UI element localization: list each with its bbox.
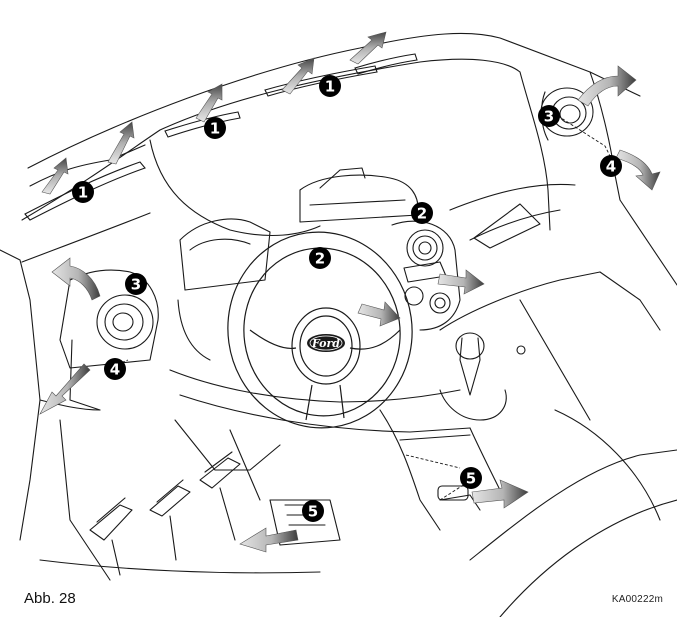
dashboard-line-art [0, 32, 677, 617]
svg-text:3: 3 [544, 108, 554, 126]
callout-badge: 1 [72, 181, 94, 203]
callout-badge: 2 [309, 247, 331, 269]
callout-badges: 1 1 1 1 2 2 3 3 4 4 5 5 [0, 0, 622, 522]
svg-text:5: 5 [308, 503, 318, 521]
svg-text:1: 1 [210, 120, 220, 138]
callout-badge: 2 [411, 202, 433, 224]
svg-text:5: 5 [466, 470, 476, 488]
figure-code: KA00222m [611, 594, 663, 605]
callout-badge: 5 [302, 500, 324, 522]
callout-badge: 3 [538, 105, 560, 127]
svg-text:1: 1 [325, 78, 335, 96]
callout-badge: 1 [319, 75, 341, 97]
callout-badge: 5 [460, 467, 482, 489]
callout-badge: 4 [104, 358, 126, 380]
svg-text:4: 4 [606, 158, 616, 176]
callout-badge: 4 [600, 155, 622, 177]
airflow-arrows [39, 31, 661, 553]
callout-badge: 1 [204, 117, 226, 139]
svg-text:3: 3 [131, 276, 141, 294]
svg-text:2: 2 [417, 205, 427, 223]
svg-text:4: 4 [110, 361, 120, 379]
svg-text:1: 1 [78, 184, 88, 202]
ford-logo-text: Ford [311, 337, 340, 350]
callout-badge: 3 [125, 273, 147, 295]
svg-text:2: 2 [315, 250, 325, 268]
figure-caption: Abb. 28 [24, 590, 76, 607]
ford-logo: Ford [307, 334, 345, 352]
steering-wheel [227, 231, 413, 429]
svg-text:1: 1 [0, 0, 5, 4]
